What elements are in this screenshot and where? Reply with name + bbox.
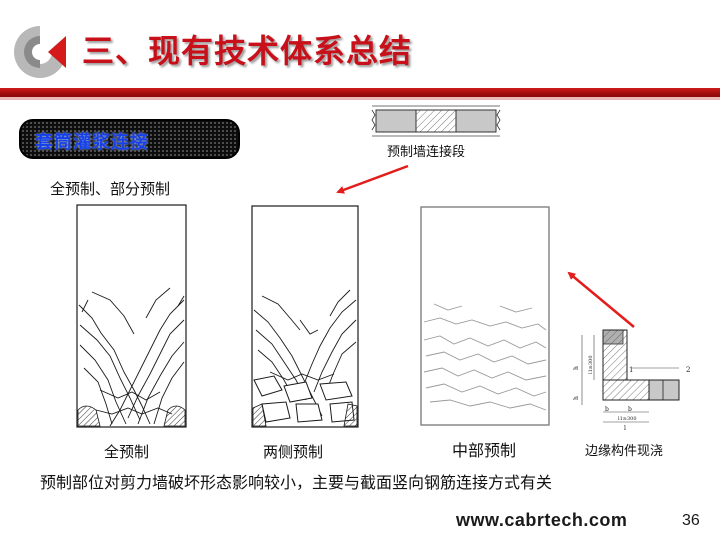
detail-label-b1: b <box>605 406 609 413</box>
detail-label-lc: l <box>624 425 626 432</box>
detail-label-b2: b <box>628 406 632 413</box>
connection-segment-diagram <box>371 105 501 137</box>
detail-label-dim1: l1≥300 <box>588 355 594 374</box>
arrow-to-middle-wall <box>567 271 635 328</box>
slide-title: 三、现有技术体系总结 <box>82 32 413 70</box>
section-label-pill: 套筒灌浆连接 <box>19 119 240 159</box>
wall-full-precast <box>76 204 187 428</box>
caption-middle-precast: 中部预制 <box>452 441 517 460</box>
edge-member-detail: h h l1≥300 b b l1≥300 l 1 2 <box>573 329 690 432</box>
summary-text: 预制部位对剪力墙破坏形态影响较小，主要与截面竖向钢筋连接方式有关 <box>40 473 553 492</box>
wall-both-sides-precast <box>251 205 359 428</box>
caption-edge-member: 边缘构件现浇 <box>585 444 664 459</box>
detail-label-dim2: l1≥300 <box>618 416 637 422</box>
caption-full-precast: 全预制 <box>104 443 150 461</box>
arrow-to-segment <box>336 164 409 194</box>
company-logo-icon <box>14 26 66 78</box>
segment-caption: 预制墙连接段 <box>387 145 466 160</box>
detail-callout-2: 2 <box>686 366 690 374</box>
detail-label-h1: h <box>573 366 580 370</box>
left-heading: 全预制、部分预制 <box>50 180 171 198</box>
section-label: 套筒灌浆连接 <box>35 132 149 153</box>
title-underline <box>0 88 720 97</box>
title-underline-shadow <box>0 97 720 100</box>
detail-callout-1: 1 <box>629 366 633 374</box>
caption-both-sides-precast: 两侧预制 <box>263 443 324 461</box>
detail-label-h2: h <box>573 396 580 400</box>
footer-url: www.cabrtech.com <box>456 510 628 530</box>
page-number: 36 <box>682 512 700 529</box>
wall-middle-precast <box>420 206 550 426</box>
